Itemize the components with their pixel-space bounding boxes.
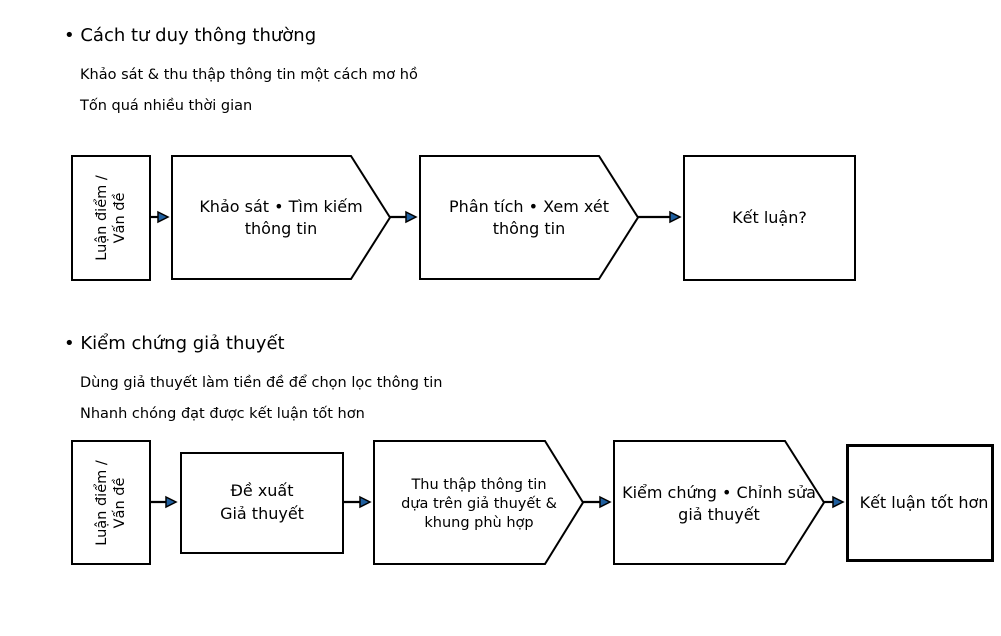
step-label: Phân tích • Xem xét	[449, 197, 609, 216]
step-label: Vấn đề	[111, 478, 128, 529]
section2-step-conclusion: Kết luận tốt hơn	[846, 444, 994, 562]
step-label: Luận điểm /	[93, 175, 110, 261]
section2-note-1: Dùng giả thuyết làm tiền đề để chọn lọc …	[80, 374, 442, 391]
section1-step-analyze: Phân tích • Xem xét thông tin	[419, 155, 640, 280]
section1-note-2: Tốn quá nhiều thời gian	[79, 97, 252, 114]
step-label: Thu thập thông tin	[410, 477, 546, 493]
section2-step-verify: Kiểm chứng • Chỉnh sửa giả thuyết	[613, 440, 826, 565]
section2-heading: • Kiểm chứng giả thuyết	[64, 333, 285, 354]
section1-step-conclusion: Kết luận?	[683, 155, 856, 281]
section2-arrow-4	[824, 495, 845, 509]
section2-step-issue: Luận điểm / Vấn đề	[71, 440, 151, 565]
step-label: Giả thuyết	[220, 504, 304, 523]
step-label: Luận điểm /	[93, 460, 110, 546]
section1-arrow-1	[150, 210, 170, 224]
section2-arrow-2	[343, 495, 372, 509]
step-label: khung phù hợp	[424, 515, 533, 531]
section1-heading: • Cách tư duy thông thường	[64, 25, 316, 46]
step-label: Kết luận?	[732, 208, 807, 227]
section1-step-issue: Luận điểm / Vấn đề	[71, 155, 151, 281]
step-label: thông tin	[245, 219, 317, 238]
step-label: dựa trên giả thuyết &	[401, 495, 557, 512]
step-label: Kiểm chứng • Chỉnh sửa	[622, 483, 816, 502]
step-label: giả thuyết	[678, 505, 760, 524]
section2-arrow-1	[150, 495, 178, 509]
section2-note-2: Nhanh chóng đạt được kết luận tốt hơn	[80, 405, 365, 422]
section1-arrow-3	[638, 210, 682, 224]
step-label: Kết luận tốt hơn	[860, 493, 989, 512]
section1-note-1: Khảo sát & thu thập thông tin một cách m…	[80, 66, 418, 83]
section1-arrow-2	[390, 210, 418, 224]
step-label: thông tin	[493, 219, 565, 238]
step-label: Khảo sát • Tìm kiếm	[199, 197, 362, 216]
section2-step-hypothesis: Đề xuất Giả thuyết	[180, 452, 344, 554]
section1-step-survey: Khảo sát • Tìm kiếm thông tin	[171, 155, 392, 280]
section2-step-collect: Thu thập thông tin dựa trên giả thuyết &…	[373, 440, 585, 565]
step-label: Đề xuất	[230, 481, 293, 500]
section2-arrow-3	[583, 495, 612, 509]
step-label: Vấn đề	[111, 193, 128, 244]
